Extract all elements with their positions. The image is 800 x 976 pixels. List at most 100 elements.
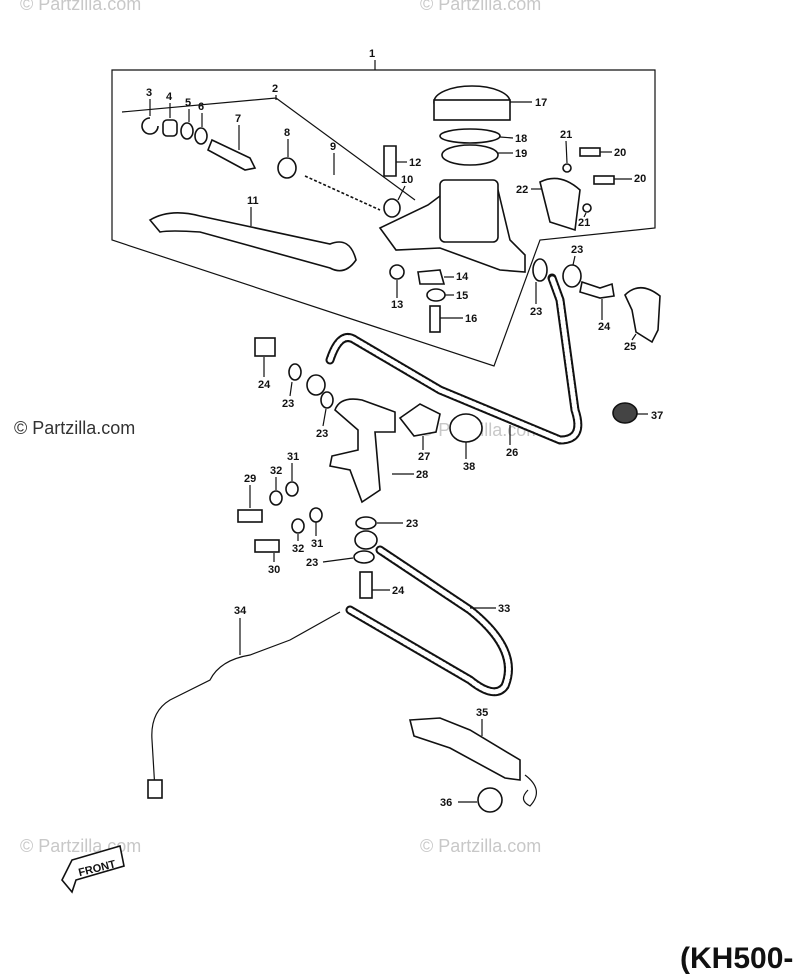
subassembly-outline — [121, 97, 416, 201]
callout-12: 12 — [409, 157, 421, 169]
banjo-fitting-part-2 — [354, 530, 378, 550]
washer-part-6 — [309, 507, 323, 523]
diaphragm-part — [441, 144, 499, 166]
callout-2: 2 — [272, 83, 278, 95]
callout-11: 11 — [247, 195, 259, 207]
callout-8: 8 — [284, 127, 290, 139]
callout-24a: 24 — [598, 321, 611, 333]
cup-part — [277, 157, 297, 179]
callout-23c: 23 — [282, 398, 294, 410]
callout-38: 38 — [463, 461, 475, 473]
callout-37: 37 — [651, 410, 663, 422]
callout-32a: 32 — [270, 465, 282, 477]
callout-20a: 20 — [614, 147, 626, 159]
callout-9: 9 — [330, 141, 336, 153]
washer-part — [383, 198, 401, 218]
brake-pipe-part — [151, 611, 341, 791]
callout-36: 36 — [440, 797, 452, 809]
bleeder-cap-part — [612, 402, 638, 424]
banjo-fitting-part — [306, 374, 326, 396]
callout-28: 28 — [416, 469, 428, 481]
washer-part-3 — [269, 490, 283, 506]
callout-24b: 24 — [258, 379, 271, 391]
brake-junction-part — [329, 398, 396, 504]
bolt-cover-part — [624, 286, 661, 344]
cap-plate-part — [439, 128, 501, 144]
bolt-part — [383, 145, 397, 177]
callout-23a: 23 — [571, 244, 583, 256]
callout-7: 7 — [235, 113, 241, 125]
callout-5: 5 — [185, 97, 191, 109]
callout-18: 18 — [515, 133, 527, 145]
switch-bracket-part — [417, 269, 446, 285]
banjo-bolt-part-2 — [254, 337, 276, 357]
callout-1: 1 — [369, 48, 375, 60]
seal-part — [180, 122, 194, 140]
callout-23d: 23 — [316, 428, 328, 440]
switch-part — [429, 305, 441, 333]
washer-banjo-2 — [562, 264, 582, 288]
callout-15: 15 — [456, 290, 468, 302]
circlip-part — [141, 117, 159, 135]
washer-banjo-6 — [353, 550, 375, 564]
nut-part — [389, 264, 405, 280]
callout-24c: 24 — [392, 585, 405, 597]
callout-13: 13 — [391, 299, 403, 311]
clamp-part — [539, 177, 581, 232]
brake-lever-part — [148, 212, 357, 272]
grommet-part — [477, 787, 503, 813]
model-label: (KH500- — [680, 942, 793, 975]
washer-banjo-3 — [288, 363, 302, 381]
washer-banjo-5 — [355, 516, 377, 530]
washer-banjo-4 — [320, 391, 334, 409]
watermark-left: © Partzilla.com — [14, 418, 135, 438]
watermark-bottom-left: © Partzilla.com — [20, 836, 141, 856]
callout-29: 29 — [244, 473, 256, 485]
callout-35: 35 — [476, 707, 488, 719]
watermark-bottom-mid: © Partzilla.com — [420, 836, 541, 856]
callout-17: 17 — [535, 97, 547, 109]
callout-4: 4 — [166, 91, 173, 103]
callout-31b: 31 — [311, 538, 323, 550]
callout-23b: 23 — [530, 306, 542, 318]
callout-21a: 21 — [560, 129, 572, 141]
pipe-fitting-part — [147, 779, 163, 799]
callout-23f: 23 — [306, 557, 318, 569]
callout-34: 34 — [234, 605, 247, 617]
mount-bolt-part-2 — [254, 539, 280, 553]
callout-19: 19 — [515, 148, 527, 160]
callout-21b: 21 — [578, 217, 590, 229]
callout-20b: 20 — [634, 173, 646, 185]
callout-14: 14 — [456, 271, 469, 283]
lock-washer-part-2 — [582, 203, 592, 213]
callout-23e: 23 — [406, 518, 418, 530]
banjo-bolt-part-3 — [359, 571, 373, 599]
spring-part — [304, 175, 381, 211]
callout-10: 10 — [401, 174, 413, 186]
screw-part — [579, 147, 601, 157]
washer-banjo-1 — [532, 258, 548, 282]
callout-26: 26 — [506, 447, 518, 459]
assembly-outline — [111, 69, 656, 367]
switch-boot-part — [449, 413, 483, 443]
piston-part — [162, 119, 178, 137]
watermark-top-mid: © Partzilla.com — [420, 0, 541, 14]
lock-washer-part — [562, 163, 572, 173]
reservoir-cap-side — [433, 99, 511, 121]
callout-30: 30 — [268, 564, 280, 576]
callout-25: 25 — [624, 341, 636, 353]
callout-16: 16 — [465, 313, 477, 325]
callout-22: 22 — [516, 184, 528, 196]
washer-part-5 — [291, 518, 305, 534]
mount-bolt-part — [237, 509, 263, 523]
callout-32b: 32 — [292, 543, 304, 555]
callout-3: 3 — [146, 87, 152, 99]
callout-33: 33 — [498, 603, 510, 615]
hose-bracket-part — [408, 717, 521, 781]
part-callouts: 1 2 3 4 5 6 7 8 9 10 11 12 13 14 — [146, 48, 663, 809]
screw-part-2 — [593, 175, 615, 185]
nut-part-2 — [426, 288, 446, 302]
callout-27: 27 — [418, 451, 430, 463]
callout-31a: 31 — [287, 451, 299, 463]
